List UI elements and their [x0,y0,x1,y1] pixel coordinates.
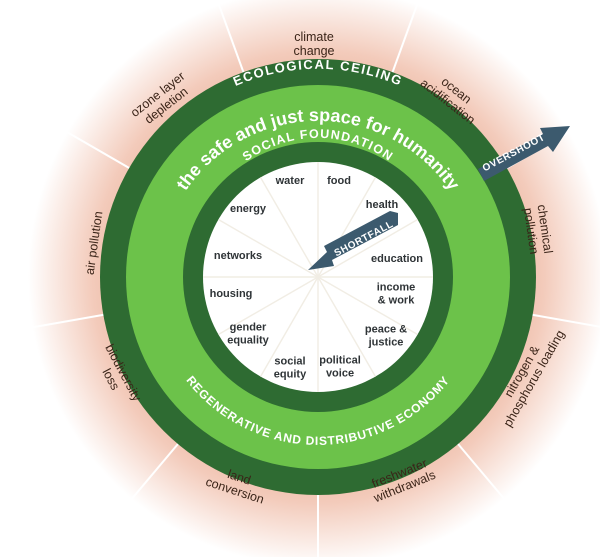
food-label: food [327,175,351,187]
education-label: education [371,253,423,265]
gender-equality-label-line: equality [227,335,269,347]
chemical-pollution-label-line: chemical [535,204,556,255]
social-foundation-labels: water food health education income& work peac… [210,175,424,381]
education-label-line: education [371,253,423,265]
inner-divider-line [259,177,319,278]
income-work-label-line: & work [378,295,416,307]
inner-divider-line [218,218,319,278]
outer-divider-line [390,0,420,75]
food-label-line: food [327,175,351,187]
networks-label: networks [214,250,262,262]
climate-change-label-line: change [293,44,334,58]
inner-divider-line [259,276,319,377]
chemical-pollution-label: chemicalpollution [521,204,556,257]
peace-justice-label-line: peace & [365,324,407,336]
health-label-line: health [366,199,399,211]
energy-label: energy [230,203,267,215]
housing-label-line: housing [210,288,253,300]
networks-label-line: networks [214,250,262,262]
outer-divider-line [26,313,106,330]
social-equity-label-line: equity [274,369,307,381]
shortfall-arrow-shape [308,211,398,270]
energy-label-line: energy [230,203,267,215]
income-work-label: income& work [377,282,416,307]
water-label: water [275,175,305,187]
inner-divider-line [317,218,418,278]
social-equity-label-line: social [274,356,305,368]
outer-divider-line [530,313,600,328]
peace-justice-label-line: justice [368,337,404,349]
land-conversion-label-line: land [226,467,253,488]
income-work-label-line: income [377,282,416,294]
outer-divider-line [216,0,246,75]
water-label-line: water [275,175,305,187]
peace-justice-label: peace &justice [365,324,407,349]
gender-equality-label-line: gender [230,322,267,334]
health-label: health [366,199,399,211]
outer-divider-line [61,128,132,170]
housing-label: housing [210,288,253,300]
political-voice-label-line: voice [326,368,354,380]
political-voice-label-line: political [319,355,361,367]
climate-change-label-line: climate [294,30,334,44]
outer-divider-line [456,441,510,505]
inner-divider-line [317,276,377,377]
inner-divider-line [218,276,319,336]
inner-divider-line [317,276,418,336]
overshoot-arrow-shape [478,126,570,181]
chemical-pollution-label-line: pollution [521,207,541,255]
outer-divider-line [126,441,180,505]
